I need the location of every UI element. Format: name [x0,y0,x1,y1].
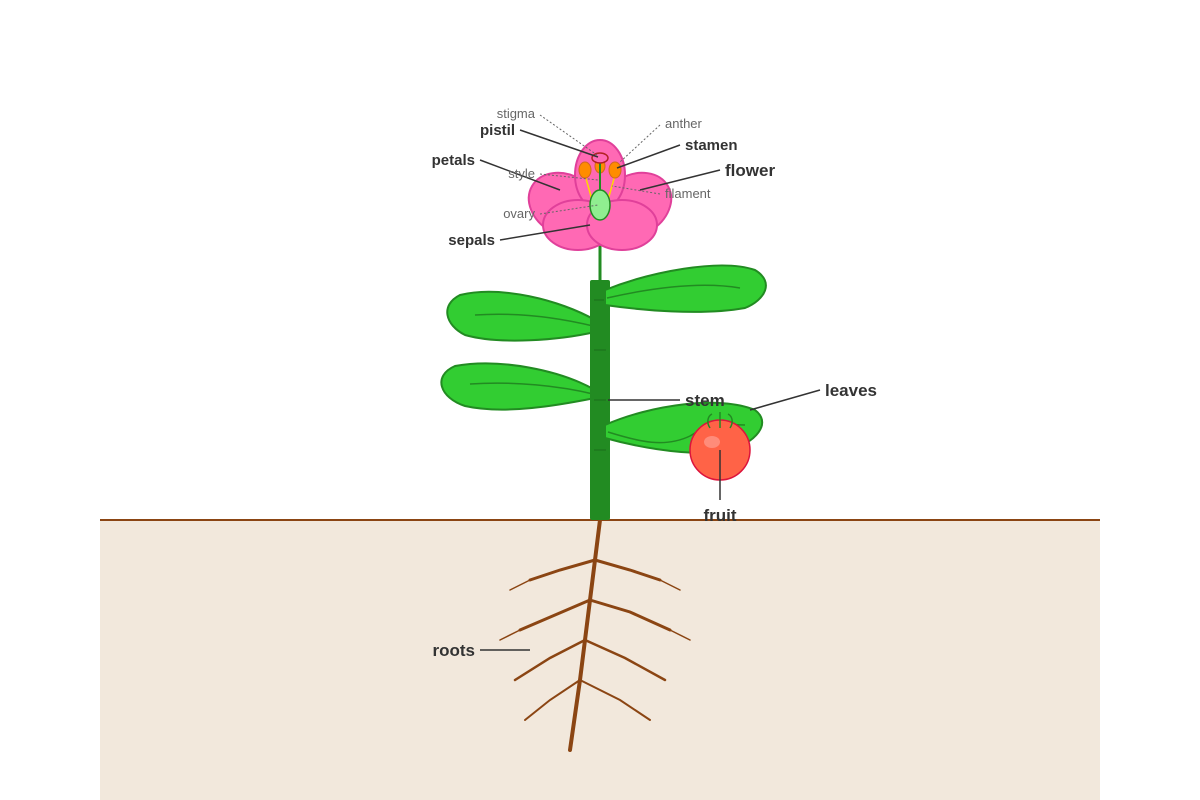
label-leaves: leaves [825,381,877,400]
soil [100,520,1100,800]
leaf-upper-right [604,264,767,313]
flower [527,139,673,251]
label-pistil: pistil [480,122,515,139]
leaf-upper-left [446,290,596,342]
leaves-right [604,264,767,454]
roots [499,518,691,752]
filament [584,174,593,201]
label-style: style [508,166,535,181]
label-ovary: ovary [503,206,535,221]
leaf-vein [606,284,741,299]
fruit-calyx [707,412,733,429]
label-petals: petals [432,152,475,169]
label-filament: filament [665,186,711,201]
minor-leaders [539,114,661,215]
leaf-lower-left [440,362,596,411]
major-leaders [479,129,821,651]
ovary [589,189,611,221]
label-stamen: stamen [685,137,738,154]
stigma [591,152,609,164]
label-flower: flower [725,161,775,180]
label-stigma: stigma [497,106,536,121]
stem-nodes [594,299,606,451]
anther [608,161,622,179]
label-roots: roots [433,641,476,660]
leaves-left [440,290,596,411]
leaf-vein [474,313,594,327]
label-fruit: fruit [703,506,736,525]
label-stem: stem [685,391,725,410]
leaf-vein [469,382,594,395]
filament [607,174,616,201]
anther [578,161,592,179]
label-sepals: sepals [448,232,495,249]
label-anther: anther [665,116,703,131]
